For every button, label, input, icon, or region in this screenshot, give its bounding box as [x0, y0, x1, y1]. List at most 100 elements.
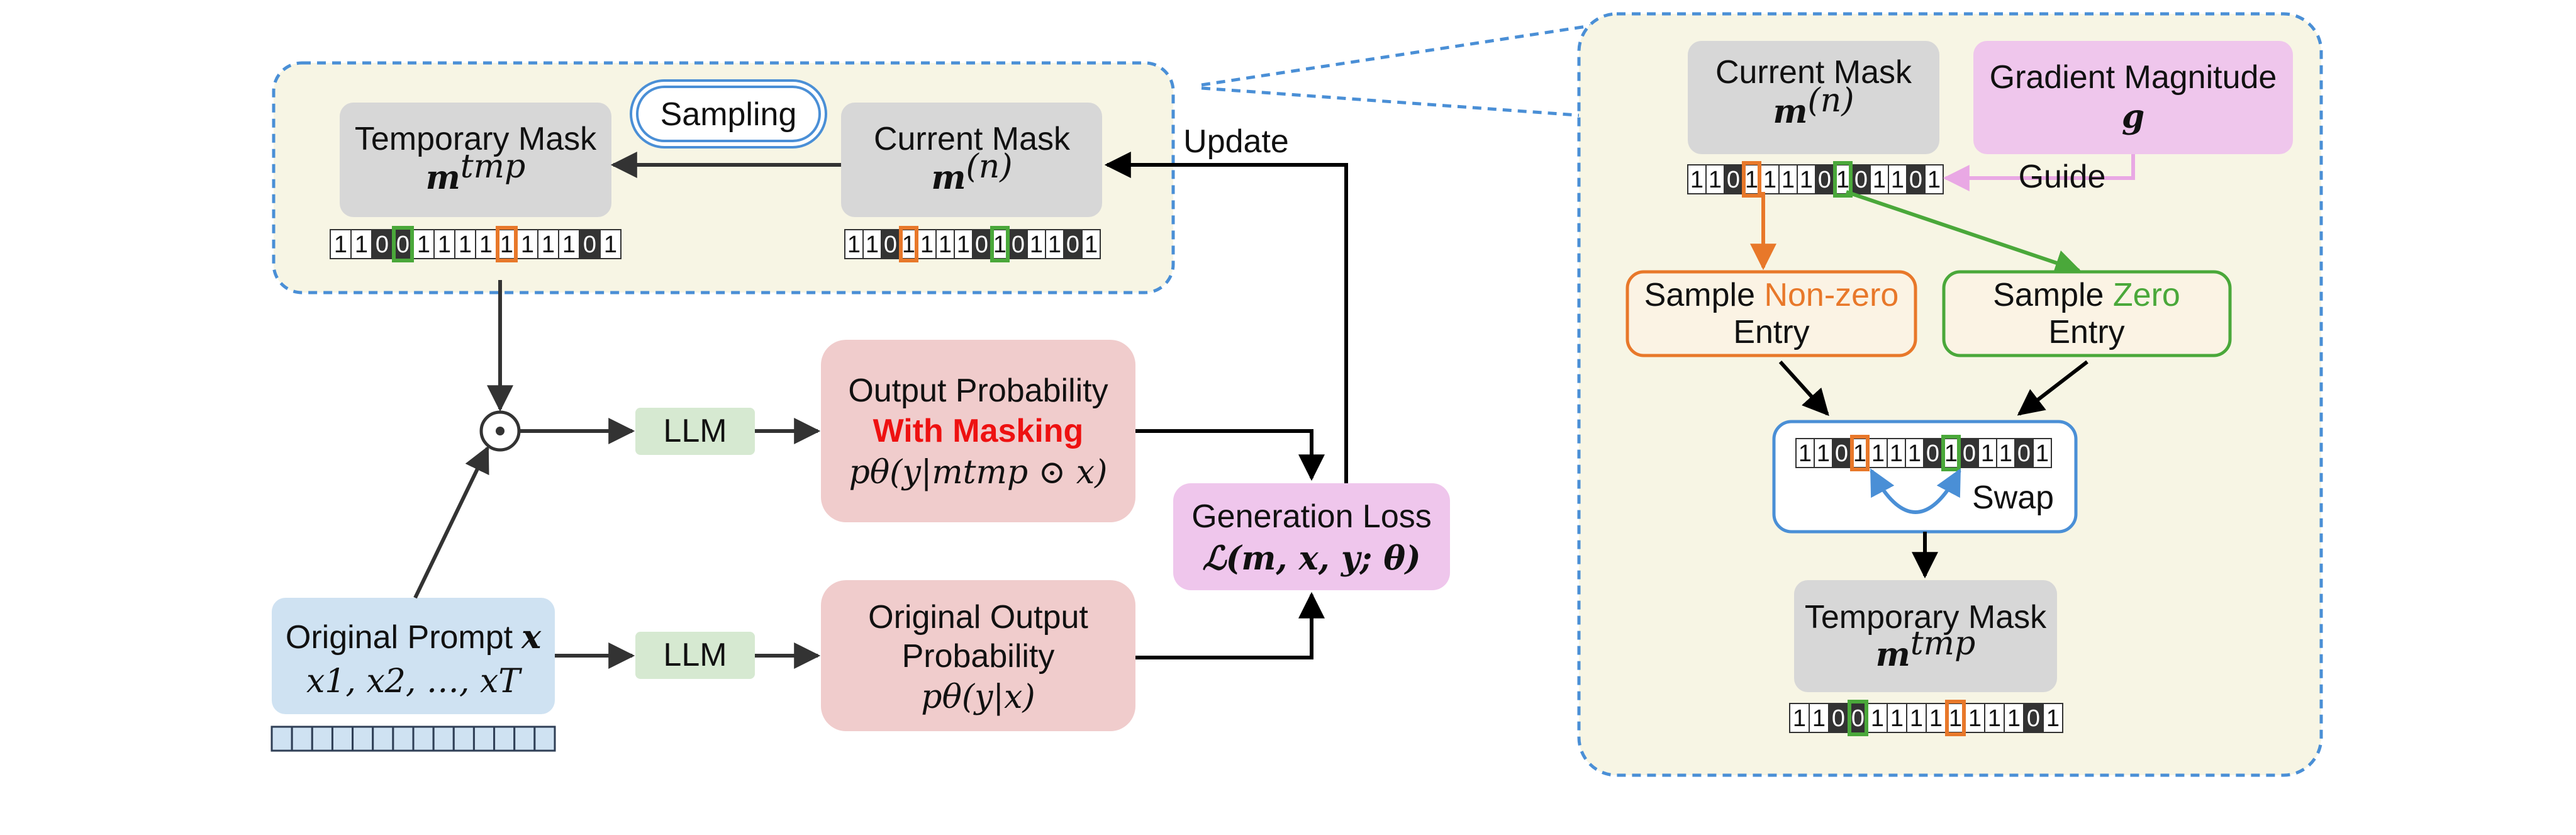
arrow-prompt-to-odot [413, 446, 489, 599]
prompt-token-cell [432, 726, 455, 752]
mask-cell [1978, 438, 1997, 468]
mask-cell-value: 1 [334, 232, 347, 258]
mask-cell-value: 1 [993, 232, 1006, 258]
mask-cell-value: 0 [2017, 440, 2031, 467]
mask-cell-value: 1 [1781, 167, 1795, 193]
mask-cell [454, 229, 476, 259]
mask-cell-value: 1 [1709, 167, 1722, 193]
mask-cell-value: 1 [1908, 440, 1921, 467]
mask-cell-value: 0 [1963, 440, 1976, 467]
mask-cell-value: 0 [1926, 440, 1939, 467]
elementwise-product-node [479, 410, 521, 452]
llm-bottom-box: LLM [635, 632, 755, 679]
llm-top-label: LLM [663, 413, 727, 449]
mask-cell [350, 229, 372, 259]
mask-cell [537, 229, 559, 259]
mask-cell [1887, 438, 1906, 468]
mask-cell-value: 1 [1890, 440, 1903, 467]
mask-cell [1832, 438, 1851, 468]
prompt-token-cell [493, 726, 516, 752]
llm-bottom-label: LLM [663, 637, 727, 673]
mask-cell [1906, 703, 1927, 733]
arrow-to-sample-zero [1846, 190, 2082, 276]
sample-nonzero-line1: Sample Non-zero [1644, 277, 1899, 313]
mask-cell-value: 0 [1818, 167, 1831, 193]
original-prompt-tokens [270, 726, 556, 752]
original-output-line1: Original Output [868, 599, 1088, 636]
arrow-zero-to-swap [2017, 360, 2088, 416]
right-current-mask-box: Current Mask m(n) [1688, 41, 1939, 154]
mask-cell [1906, 164, 1926, 194]
mask-cell [1724, 164, 1743, 194]
mask-cell-value: 1 [939, 232, 952, 258]
mask-cell-value: 1 [1800, 167, 1813, 193]
mask-cell [1760, 164, 1780, 194]
prompt-token-cell [452, 726, 475, 752]
mask-cell-value: 1 [479, 232, 493, 258]
prompt-token-cell [352, 726, 374, 752]
mask-cell-value: 1 [957, 232, 970, 258]
generation-loss-box: Generation Loss ℒ(m, x, y; θ) [1173, 483, 1450, 590]
mask-cell-value: 1 [1763, 167, 1776, 193]
mask-cell [1851, 164, 1871, 194]
mask-cell [1870, 164, 1889, 194]
mask-cell-value: 1 [1910, 705, 1923, 732]
arrow-original-to-loss [1135, 591, 1325, 659]
mask-cell-value: 1 [1871, 705, 1884, 732]
mask-cell-value: 0 [1909, 167, 1922, 193]
left-current-mask-symbol: m(n) [931, 148, 1012, 197]
mask-cell [844, 229, 864, 259]
prompt-token-cell [472, 726, 496, 752]
mask-cell-value: 1 [1871, 440, 1885, 467]
mask-cell-value: 1 [1793, 705, 1806, 732]
prompt-token-cell [372, 726, 394, 752]
mask-cell-value: 0 [396, 232, 410, 258]
mask-cell [2043, 703, 2063, 733]
mask-cell-value: 1 [355, 232, 368, 258]
swap-label: Swap [1972, 479, 2054, 516]
prompt-token-cell [291, 726, 313, 752]
llm-top-box: LLM [635, 408, 755, 455]
mask-cell-value: 1 [2007, 705, 2021, 732]
right-current-mask-title: Current Mask [1715, 54, 1912, 91]
gradient-magnitude-title: Gradient Magnitude [1990, 59, 2277, 96]
mask-cell-value: 1 [459, 232, 472, 258]
mask-cell-value: 0 [1012, 232, 1025, 258]
prompt-token-cell [311, 726, 333, 752]
mask-cell-value: 0 [376, 232, 389, 258]
orange-highlight-cell [496, 226, 518, 262]
orange-highlight-cell [1742, 161, 1761, 198]
left-current-mask-title: Current Mask [874, 121, 1071, 157]
mask-cell-value: 1 [1812, 705, 1826, 732]
green-highlight-cell [1833, 161, 1853, 198]
sample-zero-line2: Entry [2048, 314, 2124, 350]
mask-cell [1809, 703, 1829, 733]
mask-cell-value: 0 [1832, 705, 1845, 732]
mask-cell-value: 1 [1968, 705, 1982, 732]
generation-loss-formula: ℒ(m, x, y; θ) [1202, 539, 1420, 578]
green-highlight-cell [392, 226, 414, 262]
mask-cell-value: 1 [1929, 705, 1943, 732]
mask-cell-value: 1 [1988, 705, 2001, 732]
mask-cell [579, 229, 601, 259]
mask-cell [1828, 703, 1849, 733]
mask-cell [433, 229, 455, 259]
mask-cell-value: 0 [975, 232, 988, 258]
mask-cell [1924, 164, 1944, 194]
prompt-token-cell [392, 726, 415, 752]
mask-cell [1965, 703, 1985, 733]
right-temporary-mask-box: Temporary Mask mtmp [1794, 580, 2057, 692]
mask-cell-value: 1 [417, 232, 430, 258]
mask-cell-value: 1 [902, 232, 915, 258]
mask-cell [1926, 703, 1946, 733]
arrow-guide [1943, 154, 2135, 191]
mask-cell-value: 1 [604, 232, 617, 258]
mask-cell-value: 1 [1981, 440, 1994, 467]
mask-cell-value: 1 [1999, 440, 2012, 467]
mask-cell-value: 1 [542, 232, 555, 258]
mask-cell-value: 0 [2027, 705, 2040, 732]
arrow-update [1104, 152, 1348, 483]
